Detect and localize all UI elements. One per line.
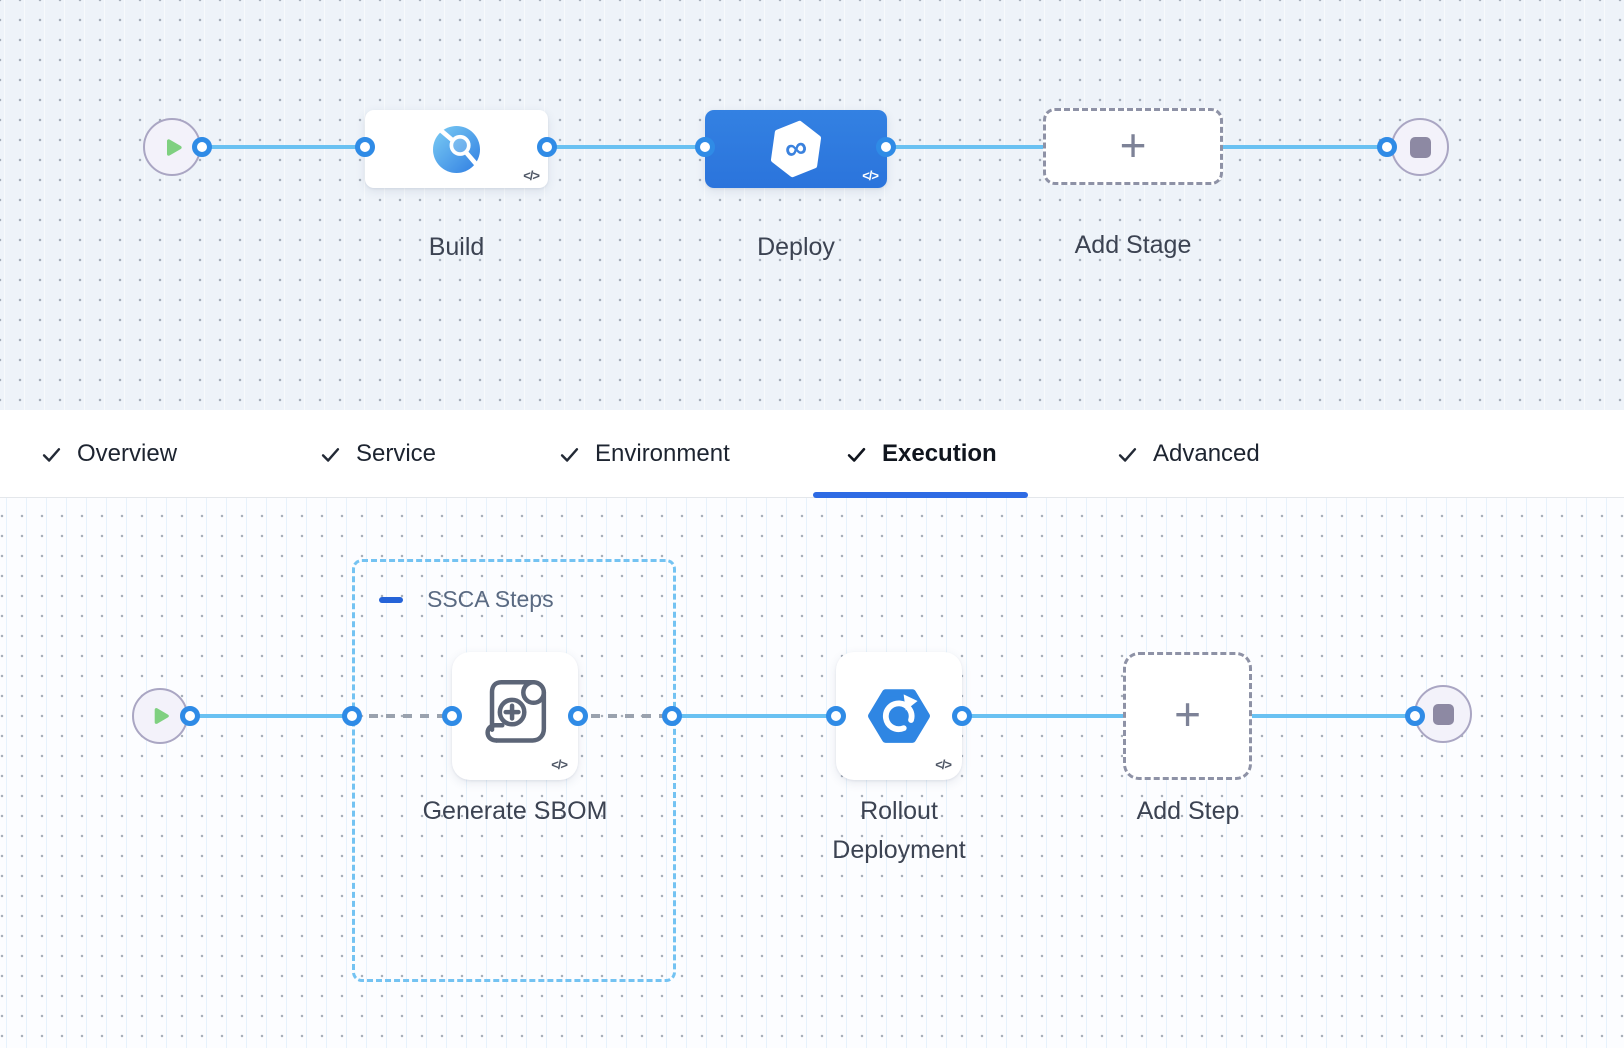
connector-dot[interactable]: [568, 706, 588, 726]
ssca-group-header: SSCA Steps: [379, 586, 554, 613]
tab-environment[interactable]: Environment: [526, 410, 761, 498]
step-card-generate-sbom[interactable]: </>: [452, 652, 578, 780]
pipeline-end-node: [1391, 118, 1449, 176]
stage-config-tabbar: Overview Service Environment Execution A…: [0, 410, 1624, 498]
connector-dot[interactable]: [442, 706, 462, 726]
deploy-cd-icon: ∞: [770, 120, 822, 178]
play-icon: [166, 138, 182, 156]
tab-label: Execution: [882, 440, 997, 467]
tab-service[interactable]: Service: [287, 410, 467, 498]
code-badge: </>: [862, 168, 879, 183]
add-step-button[interactable]: +: [1123, 652, 1252, 780]
connector-dot[interactable]: [180, 706, 200, 726]
connector-line: [1248, 714, 1419, 718]
sbom-scroll-icon: [485, 680, 547, 743]
execution-start-node: [132, 688, 188, 744]
connector-line: [958, 714, 1127, 718]
stage-canvas: </> ∞ </> + Build Deploy Add Stage: [0, 0, 1624, 410]
stage-label-deploy: Deploy: [757, 233, 835, 261]
build-ci-icon: [433, 125, 480, 173]
rollout-deployment-icon: [868, 689, 930, 743]
execution-canvas: SSCA Steps </>: [0, 498, 1624, 1048]
connector-line: [198, 145, 370, 149]
step-card-rollout-deployment[interactable]: </>: [836, 652, 962, 780]
connector-line: [668, 714, 840, 718]
check-icon: [42, 447, 61, 462]
step-label-rollout-deployment: Rollout Deployment: [832, 797, 966, 864]
check-icon: [1118, 447, 1137, 462]
add-stage-label: Add Stage: [1074, 231, 1192, 259]
connector-dot[interactable]: [192, 137, 212, 157]
connector-dot[interactable]: [662, 706, 682, 726]
add-stage-button[interactable]: +: [1043, 108, 1223, 185]
pipeline-start-node: [143, 118, 201, 176]
tab-overview[interactable]: Overview: [8, 410, 208, 498]
connector-dot[interactable]: [876, 137, 896, 157]
tab-label: Environment: [595, 440, 730, 467]
connector-line: [186, 714, 358, 718]
ssca-group-label: SSCA Steps: [427, 586, 554, 612]
connector-dot[interactable]: [826, 706, 846, 726]
connector-line: [543, 145, 709, 149]
collapse-group-button[interactable]: [379, 596, 403, 603]
connector-line: [1219, 145, 1391, 149]
connector-dot[interactable]: [952, 706, 972, 726]
plus-icon: +: [1174, 688, 1201, 740]
play-icon: [154, 708, 169, 724]
ssca-steps-group: SSCA Steps: [352, 559, 676, 982]
plus-icon: +: [1119, 118, 1147, 171]
connector-dot[interactable]: [695, 137, 715, 157]
code-badge: </>: [523, 168, 540, 183]
tab-label: Overview: [77, 440, 178, 467]
code-badge: </>: [551, 757, 568, 772]
connector-line: [882, 145, 1045, 149]
connector-dot[interactable]: [537, 137, 557, 157]
stop-icon: [1409, 136, 1431, 158]
stage-card-deploy[interactable]: ∞ </>: [705, 110, 887, 188]
connector-dot[interactable]: [342, 706, 362, 726]
check-icon: [321, 447, 340, 462]
stage-label-build: Build: [428, 233, 485, 261]
tab-label: Service: [356, 440, 437, 467]
step-label-generate-sbom: Generate SBOM: [422, 797, 608, 825]
stage-card-build[interactable]: </>: [365, 110, 548, 188]
check-icon: [847, 447, 866, 462]
connector-dot[interactable]: [355, 137, 375, 157]
stop-icon: [1432, 703, 1454, 725]
tab-label: Advanced: [1153, 440, 1260, 467]
tab-advanced[interactable]: Advanced: [1084, 410, 1291, 498]
connector-dot[interactable]: [1377, 137, 1397, 157]
code-badge: </>: [935, 757, 952, 772]
add-step-label: Add Step: [1136, 797, 1240, 825]
connector-line-dashed: [352, 714, 456, 718]
check-icon: [560, 447, 579, 462]
tab-execution[interactable]: Execution: [813, 410, 1028, 498]
connector-line-dashed: [574, 714, 676, 718]
connector-dot[interactable]: [1405, 706, 1425, 726]
